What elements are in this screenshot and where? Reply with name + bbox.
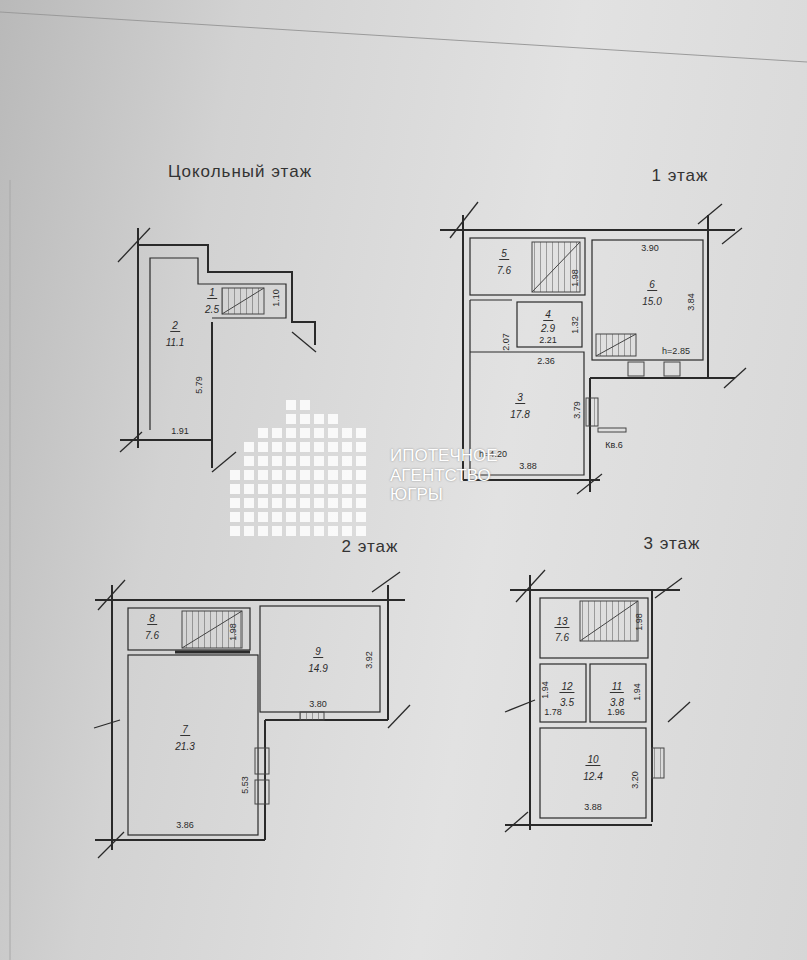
paper-edge bbox=[10, 180, 11, 960]
room-area: 14.9 bbox=[308, 663, 327, 674]
dimension: 1.98 bbox=[635, 613, 645, 631]
room-number: 5 bbox=[499, 248, 509, 260]
room-area: 17.8 bbox=[510, 409, 529, 420]
dimension: 1.94 bbox=[633, 683, 643, 701]
dimension: 3.88 bbox=[584, 803, 602, 813]
dimension: Кв.6 bbox=[605, 441, 623, 451]
break-marks bbox=[94, 202, 746, 858]
room-number: 13 bbox=[554, 616, 569, 628]
room-number: 4 bbox=[543, 309, 553, 321]
floor-title: 3 этаж bbox=[644, 535, 701, 554]
room-number: 2 bbox=[170, 320, 180, 332]
dimension: 3.86 bbox=[176, 821, 194, 831]
watermark-logo bbox=[230, 400, 370, 540]
dimension: 3.80 bbox=[309, 700, 327, 710]
room-area: 21.3 bbox=[175, 741, 194, 752]
dimension: 3.88 bbox=[519, 462, 537, 472]
room-number: 6 bbox=[647, 279, 657, 291]
dimension: 3.92 bbox=[365, 651, 375, 669]
room-area: 7.6 bbox=[497, 265, 511, 276]
paper-edge bbox=[0, 12, 807, 62]
dimension: 2.07 bbox=[502, 333, 512, 351]
room-number: 3 bbox=[515, 392, 525, 404]
dimension: 3.79 bbox=[573, 401, 583, 419]
dimension: 1.32 bbox=[571, 316, 581, 334]
room-number: 12 bbox=[559, 681, 574, 693]
dimension: 1.78 bbox=[544, 708, 562, 718]
dimension: 2.21 bbox=[539, 336, 557, 346]
room-area: 7.6 bbox=[145, 630, 159, 641]
room-number: 10 bbox=[585, 754, 600, 766]
room-number: 9 bbox=[313, 646, 323, 658]
dimension: 3.84 bbox=[687, 293, 697, 311]
dimension: 1.10 bbox=[272, 289, 282, 307]
dimension: 1.98 bbox=[571, 269, 581, 287]
floor-title: 1 этаж bbox=[652, 167, 709, 186]
room-area: 3.5 bbox=[560, 697, 574, 708]
dimension: 1.94 bbox=[541, 681, 551, 699]
floor-title: Цокольный этаж bbox=[168, 163, 312, 182]
walls bbox=[95, 215, 735, 850]
dimension: 1.91 bbox=[171, 427, 189, 437]
dimension: 1.96 bbox=[607, 708, 625, 718]
room-number: 11 bbox=[610, 681, 624, 693]
dimension: h=2.85 bbox=[662, 347, 690, 357]
room-area: 7.6 bbox=[555, 632, 569, 643]
floor-title: 2 этаж bbox=[342, 538, 399, 557]
dimension: 5.79 bbox=[195, 376, 205, 394]
room-area: 3.8 bbox=[610, 697, 624, 708]
room-area: 12.4 bbox=[583, 771, 602, 782]
dimension: 2.36 bbox=[537, 357, 555, 367]
room-area: 15.0 bbox=[642, 296, 661, 307]
dimension: 5.53 bbox=[241, 776, 251, 794]
room-area: 2.9 bbox=[541, 323, 555, 334]
room-area: 11.1 bbox=[166, 337, 185, 348]
dimension: 3.90 bbox=[641, 244, 659, 254]
dimension: 3.20 bbox=[631, 771, 641, 789]
room-number: 1 bbox=[207, 287, 217, 299]
room-area: 2.5 bbox=[205, 304, 219, 315]
stairs bbox=[182, 242, 680, 804]
dimension: 1.98 bbox=[229, 623, 239, 641]
room-number: 7 bbox=[180, 724, 190, 736]
watermark: ИПОТЕЧНОЕ АГЕНТСТВО ЮГРЫ bbox=[390, 446, 498, 505]
room-number: 8 bbox=[147, 613, 157, 625]
